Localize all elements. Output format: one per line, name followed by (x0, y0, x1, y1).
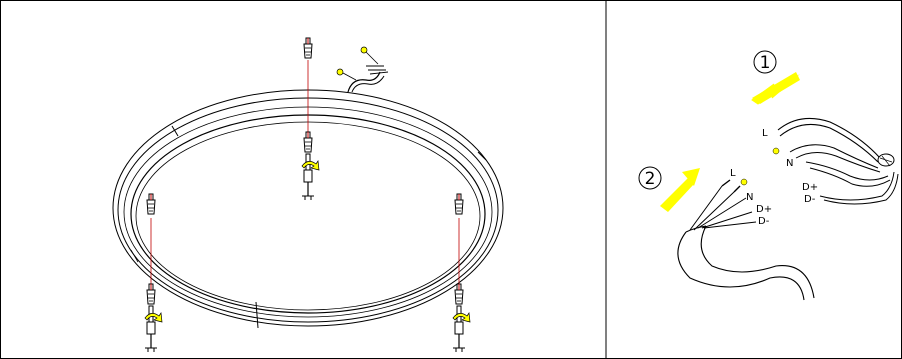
step1-label-dplus: D+ (802, 182, 818, 193)
ground-symbol-icon (740, 178, 748, 186)
wall-plug-icon (146, 283, 156, 305)
connector-cable-icon (336, 46, 389, 93)
step-1-marker: 1 (753, 50, 777, 74)
arrow-icon (660, 168, 700, 212)
step-2-number: 2 (645, 169, 656, 189)
wall-plug-icon (146, 193, 156, 215)
wall-plug-icon (454, 283, 464, 305)
ceiling-cable-bundle (772, 117, 899, 205)
arrow-icon (751, 72, 800, 105)
drill-guide-lines (150, 60, 460, 290)
step1-label-n: N (786, 158, 793, 169)
step1-label-l: L (762, 128, 768, 139)
step1-label-dminus: D- (804, 194, 816, 205)
step2-label-dplus: D+ (756, 204, 772, 215)
screwdriver-icon (144, 305, 163, 353)
step-2-marker: 2 (638, 166, 662, 190)
screwdriver-icon (301, 153, 320, 201)
wall-plug-icon (303, 131, 313, 153)
step-1-number: 1 (760, 53, 771, 73)
step2-label-n: N (746, 192, 753, 203)
step2-label-dminus: D- (758, 216, 770, 227)
screwdriver-icon (452, 305, 471, 353)
luminaire-cable (677, 178, 815, 301)
step2-label-l: L (730, 168, 736, 179)
wall-plug-icon (303, 37, 313, 59)
ground-symbol-icon (772, 147, 780, 155)
wall-plug-icon (454, 193, 464, 215)
